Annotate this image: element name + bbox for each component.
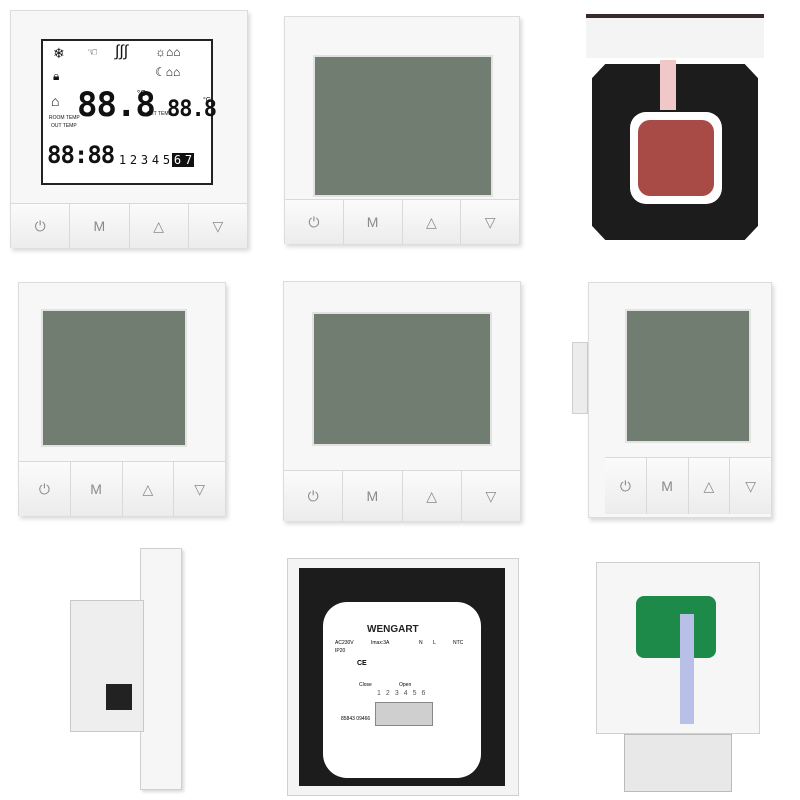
clock-value: 88:88 bbox=[47, 141, 115, 169]
thermostat-back-terminals: WENGART AC230V Imax:3A IP20 N L NTC CE C… bbox=[287, 558, 519, 796]
terminal-num-4: 4 bbox=[403, 690, 408, 697]
button-row: ⏻ M △ ▽ bbox=[605, 457, 771, 514]
lock-icon: 🔒︎ bbox=[53, 69, 60, 83]
set-temp-value: 88.8 bbox=[167, 97, 217, 122]
thermostat-front-off-2: ⏻ M △ ▽ bbox=[283, 281, 521, 521]
thermostat-front-angled-left: ⏻ M △ ▽ bbox=[18, 282, 226, 516]
relay-cover bbox=[638, 120, 714, 196]
thermostat-front-lit: ❄ ☜ ∫∫∫ ☼⌂⌂ ☾⌂⌂ 🔒︎ ⌂ 88.8 °C ROOM TEMP O… bbox=[10, 10, 248, 248]
sun-home-icon: ☼⌂⌂ bbox=[155, 45, 181, 59]
rear-housing bbox=[70, 600, 144, 732]
spec-voltage: AC230V bbox=[335, 640, 354, 646]
button-row: ⏻ M △ ▽ bbox=[284, 470, 520, 521]
day-6: 6 bbox=[172, 153, 183, 167]
room-temp-unit: °C bbox=[137, 89, 146, 98]
up-button[interactable]: △ bbox=[402, 200, 462, 244]
wiring-module: WENGART AC230V Imax:3A IP20 N L NTC CE C… bbox=[323, 602, 481, 778]
button-row: ⏻ M △ ▽ bbox=[19, 461, 225, 516]
open-label: Open bbox=[399, 682, 412, 688]
down-button[interactable]: ▽ bbox=[461, 200, 519, 244]
lcd-screen-off bbox=[313, 55, 493, 197]
day-7: 7 bbox=[183, 153, 194, 167]
thermostat-front-angled-right: ⏻ M △ ▽ bbox=[572, 282, 772, 518]
thermostat-pcb-view bbox=[596, 562, 760, 794]
ce-mark: CE bbox=[357, 660, 367, 667]
terminal-l: L bbox=[433, 640, 436, 646]
close-label: Close bbox=[359, 682, 372, 688]
down-button[interactable]: ▽ bbox=[174, 462, 225, 516]
lcd-display: ❄ ☜ ∫∫∫ ☼⌂⌂ ☾⌂⌂ 🔒︎ ⌂ 88.8 °C ROOM TEMP O… bbox=[41, 39, 217, 185]
mode-button[interactable]: M bbox=[70, 204, 130, 248]
terminal-num-3: 3 bbox=[394, 690, 399, 697]
terminal-num-1: 1 bbox=[377, 690, 381, 697]
lcd-screen-off bbox=[312, 312, 492, 446]
day-4: 4 bbox=[151, 153, 160, 167]
set-temp-unit: °C bbox=[203, 97, 211, 104]
casing-top bbox=[586, 14, 764, 58]
out-temp-label: OUT TEMP bbox=[51, 123, 77, 129]
ribbon-cable bbox=[680, 614, 694, 724]
terminal-num-2: 2 bbox=[385, 690, 390, 697]
ribbon-cable bbox=[660, 60, 676, 110]
up-button[interactable]: △ bbox=[688, 458, 731, 514]
serial-label: 85843 09466 bbox=[341, 716, 371, 722]
relay-housing bbox=[624, 734, 732, 792]
mode-button[interactable]: M bbox=[646, 458, 689, 514]
power-button[interactable]: ⏻ bbox=[285, 200, 344, 244]
terminal-connector bbox=[106, 684, 132, 710]
terminal-ntc: NTC bbox=[453, 640, 464, 646]
lcd-screen-off bbox=[625, 309, 751, 443]
terminal-block bbox=[375, 702, 433, 726]
up-button[interactable]: △ bbox=[402, 471, 462, 521]
terminal-num-5: 5 bbox=[412, 690, 417, 697]
thermostat-side-profile bbox=[70, 548, 190, 790]
power-button[interactable]: ⏻ bbox=[605, 458, 647, 514]
hand-icon: ☜ bbox=[87, 45, 98, 59]
heat-waves-icon: ∫∫∫ bbox=[115, 43, 129, 60]
side-tabs bbox=[572, 342, 588, 414]
day-3: 3 bbox=[140, 153, 149, 167]
day-5: 5 bbox=[162, 153, 171, 167]
down-button[interactable]: ▽ bbox=[730, 458, 771, 514]
button-row: ⏻ M △ ▽ bbox=[285, 199, 519, 244]
relay-block bbox=[630, 112, 722, 204]
ip-label: IP20 bbox=[335, 648, 346, 654]
room-temp-value: 88.8 bbox=[77, 85, 156, 125]
snowflake-icon: ❄ bbox=[53, 45, 65, 61]
mode-button[interactable]: M bbox=[343, 200, 403, 244]
day-1: 1 bbox=[118, 153, 127, 167]
moon-home-icon: ☾⌂⌂ bbox=[155, 65, 181, 79]
power-button[interactable]: ⏻ bbox=[284, 471, 344, 521]
home-icon: ⌂ bbox=[51, 93, 60, 109]
pcb-board bbox=[636, 596, 716, 658]
brand-label: WENGART bbox=[367, 624, 419, 635]
mode-button[interactable]: M bbox=[70, 462, 123, 516]
down-button[interactable]: ▽ bbox=[461, 471, 520, 521]
up-button[interactable]: △ bbox=[129, 204, 189, 248]
room-temp-label: ROOM TEMP bbox=[49, 115, 80, 121]
terminal-n: N bbox=[419, 640, 423, 646]
button-row: ⏻ M △ ▽ bbox=[11, 203, 247, 248]
thermostat-back-relay bbox=[580, 14, 770, 244]
thermostat-front-off: ⏻ M △ ▽ bbox=[284, 16, 520, 244]
lcd-screen-off bbox=[41, 309, 187, 447]
spec-current: Imax:3A bbox=[371, 640, 390, 646]
down-button[interactable]: ▽ bbox=[188, 204, 247, 248]
up-button[interactable]: △ bbox=[122, 462, 175, 516]
power-button[interactable]: ⏻ bbox=[11, 204, 71, 248]
day-2: 2 bbox=[129, 153, 138, 167]
mode-button[interactable]: M bbox=[343, 471, 403, 521]
terminal-num-6: 6 bbox=[421, 690, 426, 697]
casing: ⏻ M △ ▽ bbox=[588, 282, 772, 518]
set-temp-label: SET TEMP bbox=[147, 111, 172, 117]
front-plate-edge bbox=[140, 548, 182, 790]
power-button[interactable]: ⏻ bbox=[19, 462, 71, 516]
